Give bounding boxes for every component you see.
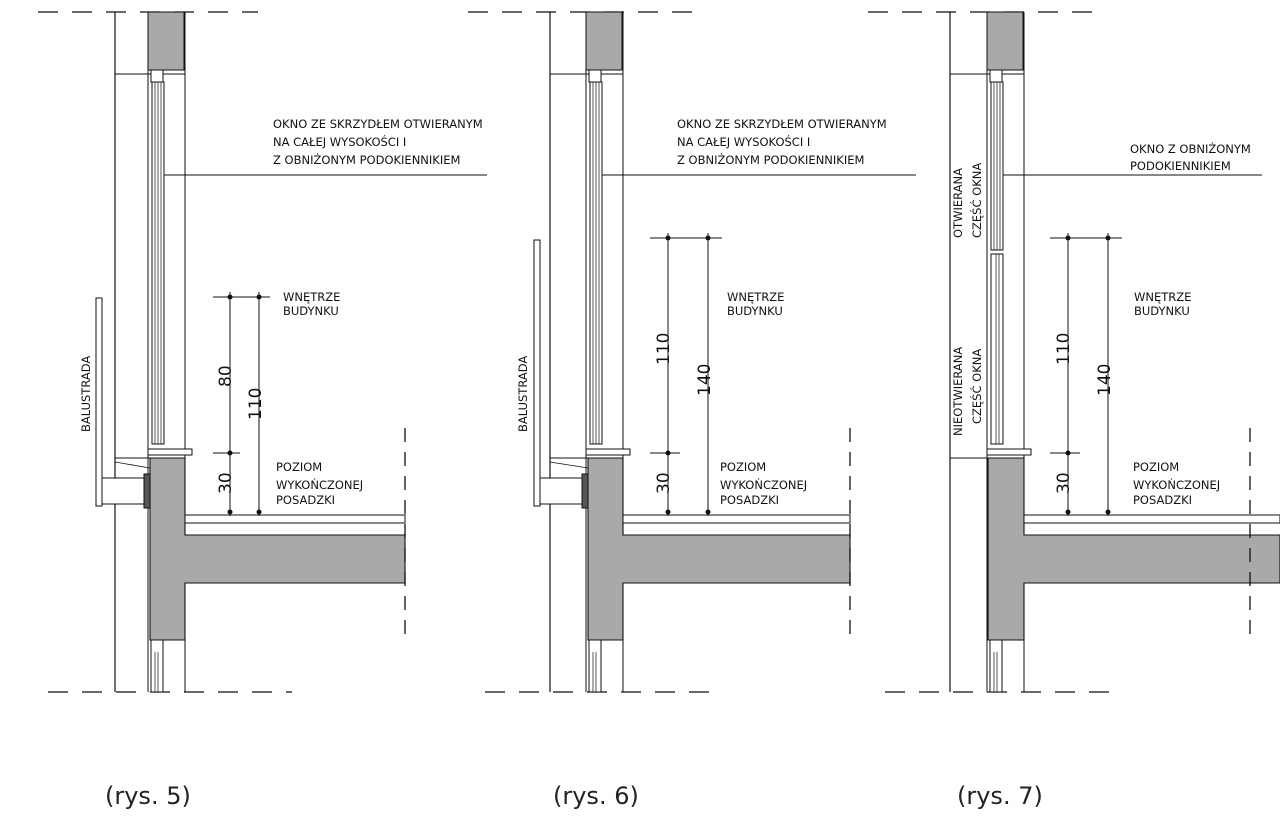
floor-label-line-3: POSADZKI bbox=[720, 493, 779, 507]
figure-caption: (rys. 5) bbox=[105, 782, 191, 810]
dimension-30: 30 bbox=[216, 472, 236, 494]
opening-part-label-line-1: OTWIERANA bbox=[951, 168, 965, 238]
dimension-80: 80 bbox=[216, 365, 236, 387]
window-note-line-1: OKNO ZE SKRZYDŁEM OTWIERANYM bbox=[677, 117, 887, 131]
floor-label-line-2: WYKOŃCZONEJ bbox=[1133, 477, 1220, 492]
dimension-30: 30 bbox=[654, 472, 674, 494]
window-note-line-1: OKNO Z OBNIŻONYM bbox=[1130, 141, 1251, 156]
interior-label-line-1: WNĘTRZE bbox=[727, 290, 784, 304]
interior-label-line-1: WNĘTRZE bbox=[283, 290, 340, 304]
interior-label-line-1: WNĘTRZE bbox=[1134, 290, 1191, 304]
floor-label-line-2: WYKOŃCZONEJ bbox=[720, 477, 807, 492]
window-note-line-2: PODOKIENNIKIEM bbox=[1130, 159, 1231, 173]
window-note-line-2: NA CAŁEJ WYSOKOŚCI I bbox=[677, 134, 810, 149]
floor-label-line-1: POZIOM bbox=[720, 460, 766, 474]
dimension-140: 140 bbox=[695, 364, 715, 396]
dimension-110: 110 bbox=[246, 388, 266, 420]
opening-part-label-line-2: CZĘŚĆ OKNA bbox=[969, 163, 984, 238]
fixed-part-label-line-1: NIEOTWIERANA bbox=[951, 347, 965, 436]
dimension-30: 30 bbox=[1054, 472, 1074, 494]
window-note-line-3: Z OBNIŻONYM PODOKIENNIKIEM bbox=[677, 152, 864, 167]
floor-label-line-2: WYKOŃCZONEJ bbox=[276, 477, 363, 492]
balustrade-label: BALUSTRADA bbox=[516, 356, 530, 432]
dimension-110: 110 bbox=[654, 333, 674, 365]
figure-rys-7: OKNO Z OBNIŻONYM PODOKIENNIKIEM WNĘTRZE … bbox=[868, 11, 1280, 810]
figure-caption: (rys. 7) bbox=[957, 782, 1043, 810]
dimension-110: 110 bbox=[1054, 333, 1074, 365]
figure-rys-6: OKNO ZE SKRZYDŁEM OTWIERANYM NA CAŁEJ WY… bbox=[468, 11, 916, 810]
interior-label-line-2: BUDYNKU bbox=[727, 304, 783, 318]
floor-label-line-3: POSADZKI bbox=[1133, 493, 1192, 507]
floor-label-line-3: POSADZKI bbox=[276, 493, 335, 507]
window-note-line-2: NA CAŁEJ WYSOKOŚCI I bbox=[273, 134, 406, 149]
balustrade-label: BALUSTRADA bbox=[79, 356, 93, 432]
figure-caption: (rys. 6) bbox=[553, 782, 639, 810]
window-note-line-3: Z OBNIŻONYM PODOKIENNIKIEM bbox=[273, 152, 460, 167]
interior-label-line-2: BUDYNKU bbox=[1134, 304, 1190, 318]
dimension-140: 140 bbox=[1095, 364, 1115, 396]
fixed-part-label-line-2: CZĘŚĆ OKNA bbox=[969, 349, 984, 424]
window-note-line-1: OKNO ZE SKRZYDŁEM OTWIERANYM bbox=[273, 117, 483, 131]
floor-label-line-1: POZIOM bbox=[1133, 460, 1179, 474]
floor-label-line-1: POZIOM bbox=[276, 460, 322, 474]
figure-rys-5: OKNO ZE SKRZYDŁEM OTWIERANYM NA CAŁEJ WY… bbox=[38, 11, 487, 810]
interior-label-line-2: BUDYNKU bbox=[283, 304, 339, 318]
